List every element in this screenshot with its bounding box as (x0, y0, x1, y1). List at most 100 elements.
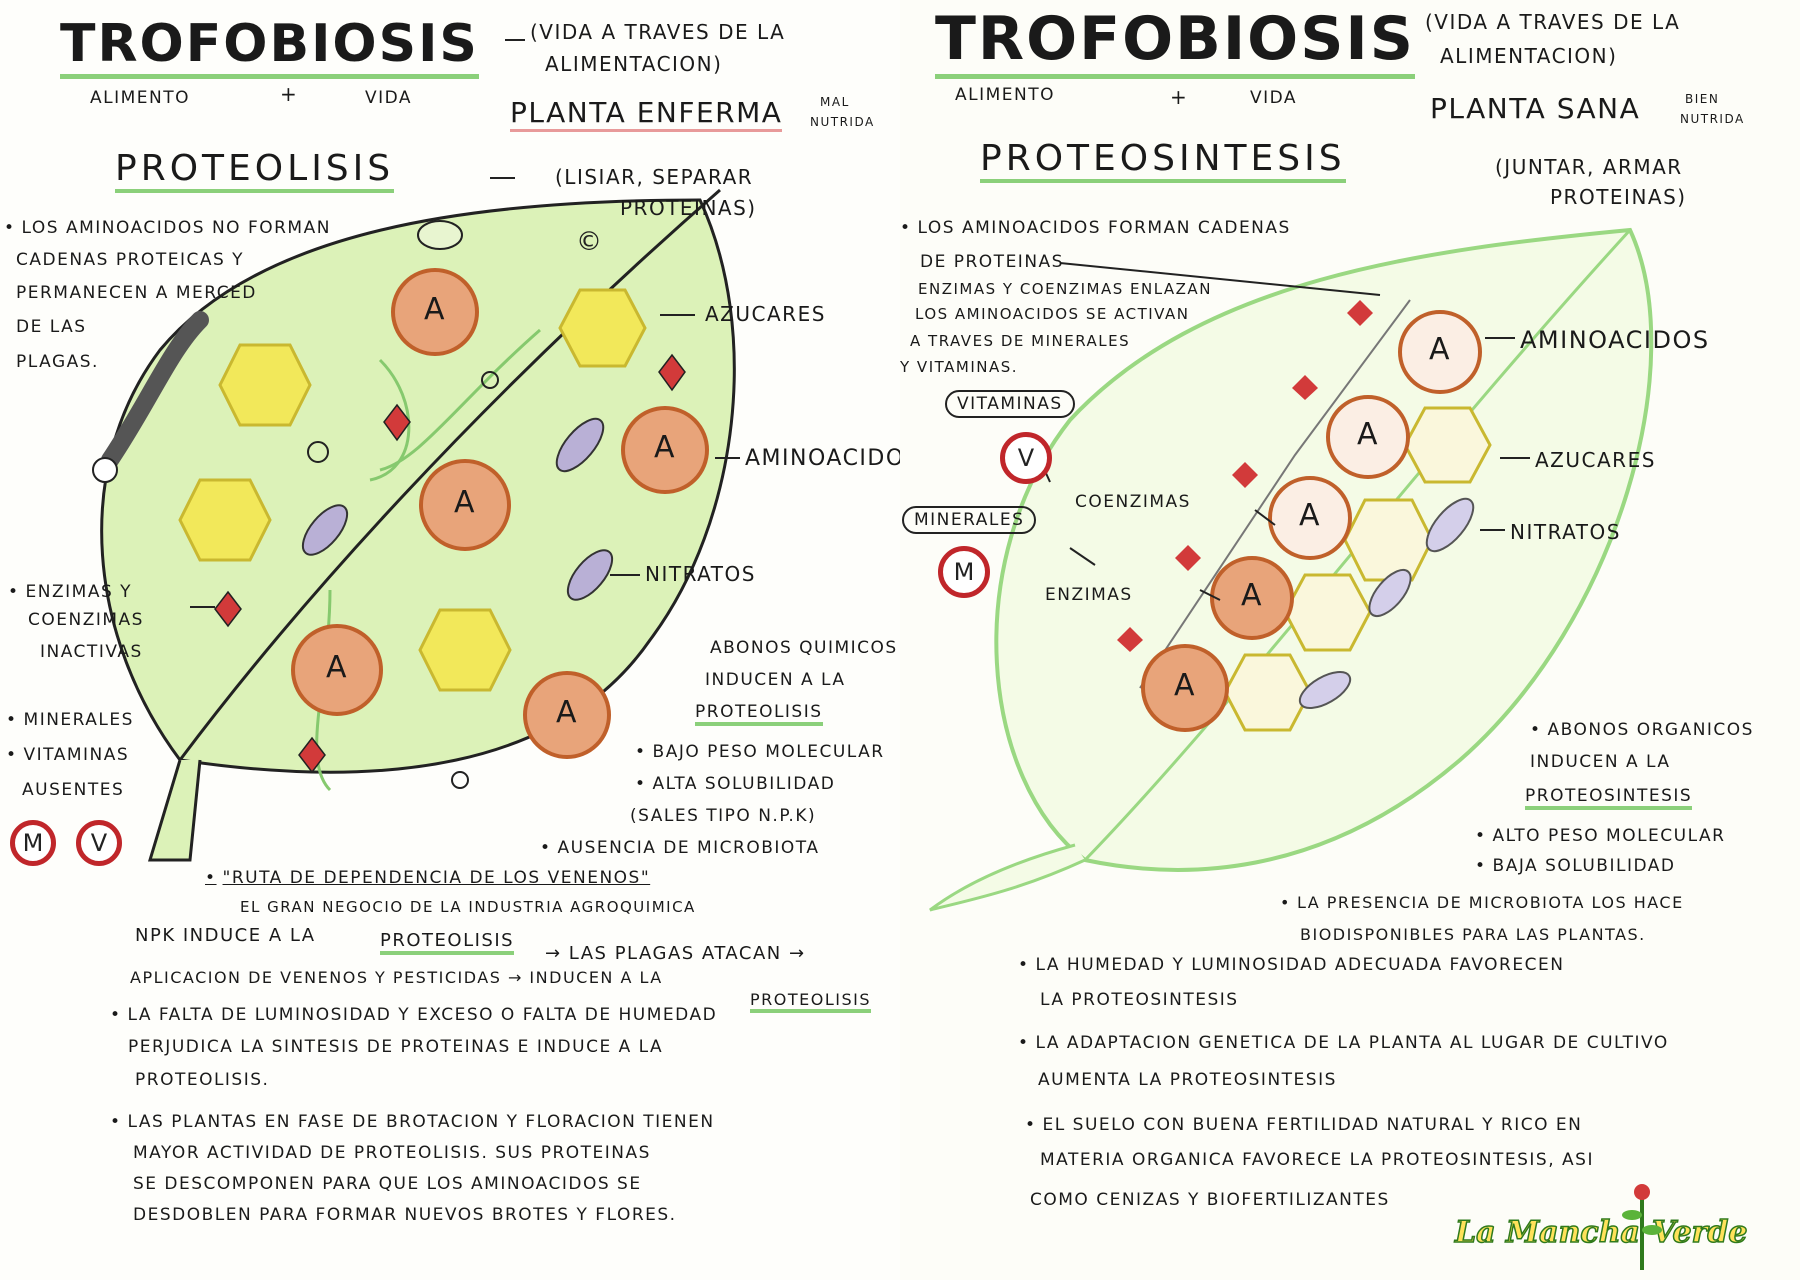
left-word-life: VIDA (365, 88, 413, 108)
left-process-title: PROTEOLISIS (115, 148, 395, 193)
left-sprout-line: DESDOBLEN PARA FORMAR NUEVOS BROTES Y FL… (133, 1205, 677, 1225)
right-intro-line: LOS AMINOACIDOS SE ACTIVAN (915, 305, 1190, 323)
left-absent: AUSENTES (22, 780, 125, 800)
amino-acid-letter: A (654, 430, 675, 465)
left-panel: © (0, 0, 900, 1280)
left-chem-prop: BAJO PESO MOLECULAR (635, 742, 885, 762)
left-plant-note-1: MAL (820, 95, 850, 109)
amino-acid-letter: A (556, 695, 577, 730)
left-apply-b: PROTEOLISIS (750, 990, 871, 1013)
sugar-hexagon (418, 608, 512, 692)
right-org-line: INDUCEN A LA (1530, 752, 1671, 772)
left-plant-state: PLANTA ENFERMA (510, 96, 783, 132)
amino-acid-letter: A (424, 292, 445, 327)
right-plant-note-1: BIEN (1685, 92, 1720, 106)
amino-acids (1141, 310, 1482, 732)
right-plant-note-2: NUTRIDA (1680, 112, 1745, 126)
left-chem-prop: ALTA SOLUBILIDAD (635, 774, 835, 794)
left-enzymes-line: ENZIMAS Y (8, 582, 132, 602)
sugar-hexagon (558, 288, 647, 368)
right-humidity-line: LA HUMEDAD Y LUMINOSIDAD ADECUADA FAVORE… (1018, 955, 1564, 975)
vitamin-badge: V (1000, 432, 1052, 484)
right-minerals-label: MINERALES (902, 506, 1037, 534)
logo-la-mancha: La Mancha (1454, 1214, 1640, 1251)
left-route-title: "RUTA DE DEPENDENCIA DE LOS VENENOS" (205, 868, 650, 888)
right-plant-state: PLANTA SANA (1430, 92, 1641, 125)
left-intro-line: CADENAS PROTEICAS Y (16, 250, 245, 270)
right-plus: + (1170, 85, 1189, 109)
logo-verde: Verde (1651, 1214, 1748, 1251)
left-light-line: LA FALTA DE LUMINOSIDAD Y EXCESO O FALTA… (110, 1005, 717, 1025)
left-leaf-diagram: © (92, 39, 740, 862)
right-intro-line: ENZIMAS Y COENZIMAS ENLAZAN (918, 280, 1212, 298)
left-enzymes-line: INACTIVAS (40, 642, 143, 662)
amino-acid-letter: A (1299, 498, 1320, 533)
sugar-hexagon (218, 343, 312, 427)
sugar-molecules (1223, 406, 1492, 732)
right-soil-line: COMO CENIZAS Y BIOFERTILIZANTES (1030, 1190, 1390, 1210)
left-chem-line: PROTEOLISIS (695, 702, 823, 726)
logo-plant-icon (1622, 1184, 1662, 1270)
right-word-food: ALIMENTO (955, 85, 1056, 105)
nitrate-molecules (301, 417, 614, 601)
sugar-molecules (178, 288, 647, 692)
left-chem-line: INDUCEN A LA (705, 670, 846, 690)
right-intro-line: LOS AMINOACIDOS FORMAN CADENAS (900, 218, 1291, 238)
right-coenzymes-label: COENZIMAS (1075, 492, 1191, 512)
left-npk-a: NPK INDUCE A LA (135, 925, 316, 946)
right-title: TROFOBIOSIS (935, 4, 1415, 79)
left-chem-prop: AUSENCIA DE MICROBIOTA (540, 838, 820, 858)
enzyme-links (1117, 300, 1373, 652)
left-process-note-2: PROTEINAS) (620, 196, 757, 220)
right-org-prop: ALTO PESO MOLECULAR (1475, 826, 1725, 846)
amino-acid-letter: A (1241, 578, 1262, 613)
right-intro-line: DE PROTEINAS (920, 252, 1064, 272)
enzyme-markers (214, 353, 686, 774)
right-process-title: PROTEOSINTESIS (980, 138, 1346, 183)
right-microbiota-line: BIODISPONIBLES PARA LAS PLANTAS. (1300, 925, 1646, 944)
left-subtitle-2: ALIMENTACION) (545, 52, 723, 76)
mineral-badge: M (938, 546, 990, 598)
left-label-nitrates: NITRATOS (645, 562, 756, 586)
right-subtitle-2: ALIMENTACION) (1440, 44, 1618, 68)
left-label-amino: AMINOACIDOS (745, 446, 921, 471)
amino-acid-letter: A (1174, 668, 1195, 703)
right-label-amino: AMINOACIDOS (1520, 326, 1710, 354)
left-chem-prop: (SALES TIPO N.P.K) (630, 806, 817, 826)
left-subtitle-1: (VIDA A TRAVES DE LA (530, 20, 786, 44)
right-microbiota-line: LA PRESENCIA DE MICROBIOTA LOS HACE (1280, 893, 1684, 912)
left-word-food: ALIMENTO (90, 88, 191, 108)
right-soil-line: EL SUELO CON BUENA FERTILIDAD NATURAL Y … (1025, 1115, 1582, 1135)
left-sprout-line: MAYOR ACTIVIDAD DE PROTEOLISIS. SUS PROT… (133, 1143, 651, 1163)
right-label-nitrates: NITRATOS (1510, 520, 1621, 544)
right-org-prop: BAJA SOLUBILIDAD (1475, 856, 1675, 876)
right-process-note-1: (JUNTAR, ARMAR (1495, 155, 1683, 179)
left-plant-note-2: NUTRIDA (810, 115, 875, 129)
left-apply-a: APLICACION DE VENENOS Y PESTICIDAS → IND… (130, 968, 663, 987)
right-intro-line: Y VITAMINAS. (900, 358, 1019, 376)
left-enzymes-line: COENZIMAS (28, 610, 144, 630)
left-label-sugars: AZUCARES (705, 302, 826, 326)
right-org-line: PROTEOSINTESIS (1525, 786, 1693, 810)
right-org-line: ABONOS ORGANICOS (1530, 720, 1754, 740)
mineral-absent-badge: M (10, 820, 56, 866)
left-sprout-line: LAS PLANTAS EN FASE DE BROTACION Y FLORA… (110, 1112, 715, 1132)
right-panel: A A A A A TROFOBIOSIS (VIDA A TRAVES DE … (900, 0, 1800, 1280)
right-soil-line: MATERIA ORGANICA FAVORECE LA PROTEOSINTE… (1040, 1150, 1594, 1170)
right-humidity-line: LA PROTEOSINTESIS (1040, 990, 1239, 1010)
left-npk-b: PROTEOLISIS (380, 930, 515, 955)
amino-acid-letter: A (454, 485, 475, 520)
right-word-life: VIDA (1250, 88, 1298, 108)
amino-acid-letter: A (1429, 332, 1450, 367)
right-label-sugars: AZUCARES (1535, 448, 1656, 472)
left-npk-c: → LAS PLAGAS ATACAN → (545, 943, 806, 964)
left-intro-line: DE LAS (16, 317, 87, 337)
vitamin-absent-badge: V (76, 820, 122, 866)
left-light-line: PERJUDICA LA SINTESIS DE PROTEINAS E IND… (128, 1037, 664, 1057)
left-plus: + (280, 82, 299, 106)
right-vitamins-label: VITAMINAS (945, 390, 1075, 418)
right-adaptation-line: AUMENTA LA PROTEOSINTESIS (1038, 1070, 1337, 1090)
left-chem-line: ABONOS QUIMICOS (710, 638, 898, 658)
left-intro-line: PLAGAS. (16, 352, 99, 372)
nitrate-molecules (1298, 497, 1475, 709)
